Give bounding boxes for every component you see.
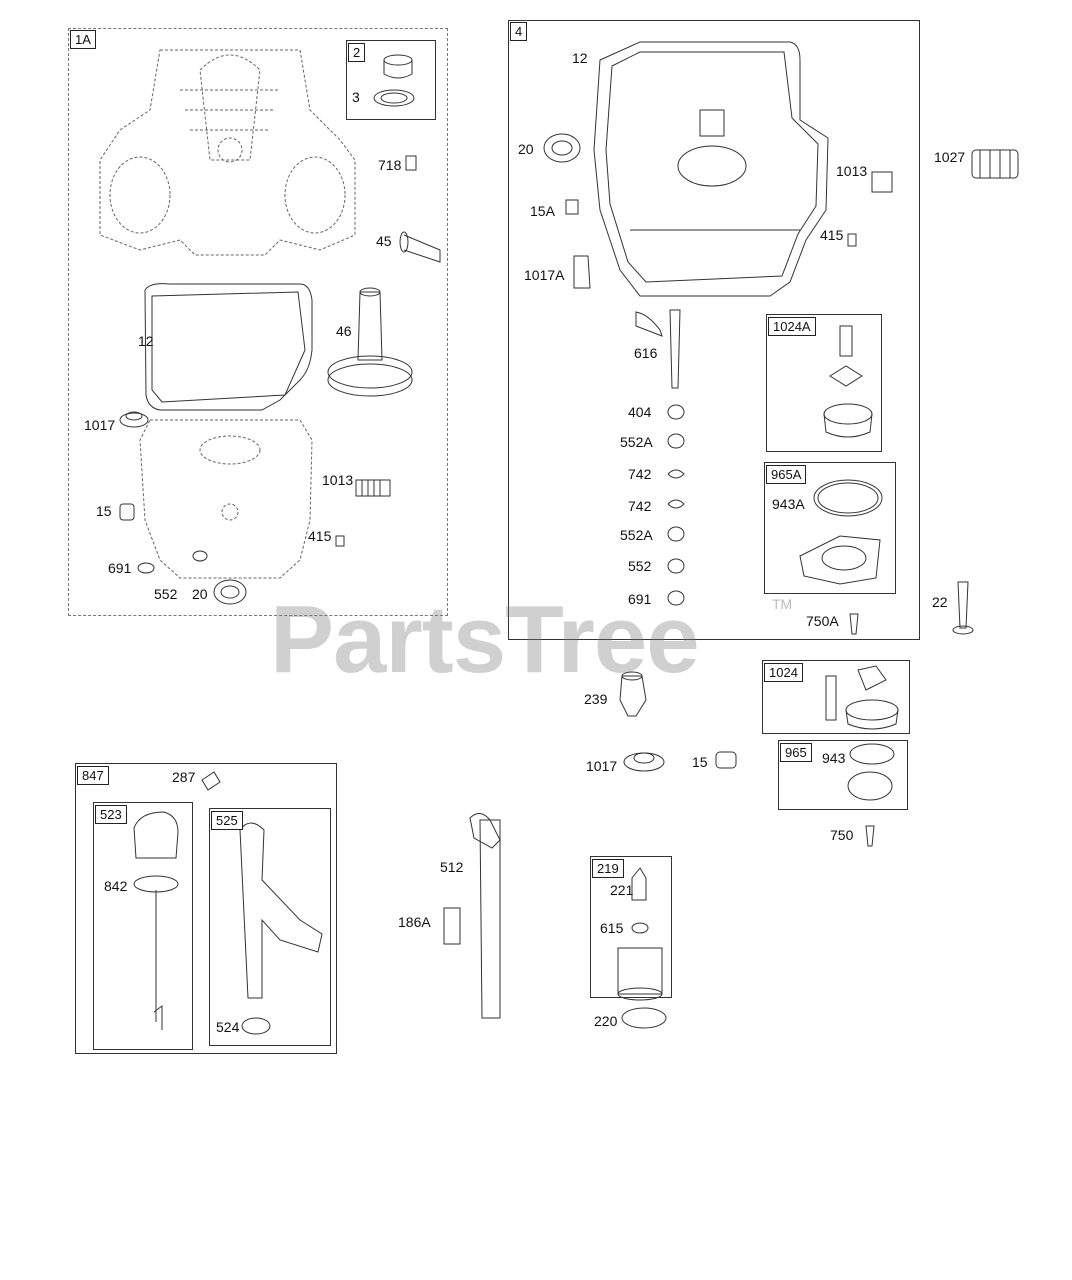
crankcase-base-drawing	[140, 420, 312, 578]
group-tag-525: 525	[211, 811, 243, 830]
cylinder-head-drawing	[100, 50, 355, 255]
group-tag-219: 219	[592, 859, 624, 878]
part-label-1017-left: 1017	[84, 417, 116, 433]
part-label-287: 287	[172, 769, 196, 785]
part-label-750: 750	[830, 827, 854, 843]
part-label-750A: 750A	[806, 613, 839, 629]
part-label-691-right: 691	[628, 591, 652, 607]
part-label-20-left: 20	[192, 586, 208, 602]
part-label-20-right: 20	[518, 141, 534, 157]
part-label-12-right: 12	[572, 50, 588, 66]
part-label-1027: 1027	[934, 149, 966, 165]
group-tag-1024: 1024	[764, 663, 803, 682]
part-label-691-left: 691	[108, 560, 132, 576]
group-tag-847: 847	[77, 766, 109, 785]
part-label-415-left: 415	[308, 528, 332, 544]
part-label-12-left: 12	[138, 333, 154, 349]
part-label-943: 943	[822, 750, 846, 766]
part-label-1013-right: 1013	[836, 163, 868, 179]
part-label-404: 404	[628, 404, 652, 420]
group-frame-525	[209, 808, 331, 1046]
part-label-15A: 15A	[530, 203, 555, 219]
part-label-552A-top: 552A	[620, 434, 653, 450]
part-label-1017-mid: 1017	[586, 758, 618, 774]
group-frame-2	[346, 40, 436, 120]
group-tag-965: 965	[780, 743, 812, 762]
part-label-718: 718	[378, 157, 402, 173]
group-frame-965A	[764, 462, 896, 594]
gasket-12-drawing	[145, 284, 312, 410]
group-frame-1024A	[766, 314, 882, 452]
part-label-220: 220	[594, 1013, 618, 1029]
part-label-552A-bottom: 552A	[620, 527, 653, 543]
group-frame-219	[590, 856, 672, 998]
group-frame-4	[508, 20, 920, 640]
dowel-718-drawing	[406, 156, 416, 170]
part-label-45: 45	[376, 233, 392, 249]
group-tag-965A: 965A	[766, 465, 807, 484]
group-tag-1A: 1A	[70, 30, 96, 49]
part-label-616: 616	[634, 345, 658, 361]
part-label-186A: 186A	[398, 914, 431, 930]
brand-watermark: PartsTree	[270, 586, 700, 693]
group-tag-523: 523	[95, 805, 127, 824]
part-label-46: 46	[336, 323, 352, 339]
part-label-1013-left: 1013	[322, 472, 354, 488]
part-label-552-left: 552	[154, 586, 178, 602]
screen-1013-drawing	[356, 480, 390, 496]
group-tag-2: 2	[348, 43, 366, 62]
group-frame-965	[778, 740, 908, 810]
part-label-615: 615	[600, 920, 624, 936]
group-frame-523	[93, 802, 193, 1050]
part-label-239: 239	[584, 691, 608, 707]
group-tag-4: 4	[510, 22, 528, 41]
part-label-943A: 943A	[772, 496, 805, 512]
group-tag-1024A: 1024A	[768, 317, 816, 336]
part-label-1017A: 1017A	[524, 267, 565, 283]
part-label-524: 524	[216, 1019, 240, 1035]
part-label-15-left: 15	[96, 503, 112, 519]
part-label-742-top: 742	[628, 466, 652, 482]
trademark-mark: TM	[772, 596, 793, 612]
camshaft-drawing	[328, 288, 412, 396]
filter-1027-drawing	[972, 150, 1018, 178]
pin-45-drawing	[400, 232, 440, 262]
group-frame-847	[75, 763, 337, 1054]
part-label-742-bottom: 742	[628, 498, 652, 514]
part-label-221: 221	[610, 882, 634, 898]
group-frame-1A	[68, 28, 448, 616]
part-label-3: 3	[352, 89, 360, 105]
part-label-512: 512	[440, 859, 464, 875]
crankcase-cover-drawing	[594, 42, 828, 296]
part-label-415-right: 415	[820, 227, 844, 243]
group-frame-1024	[762, 660, 910, 734]
part-label-15-mid: 15	[692, 754, 708, 770]
part-label-842: 842	[104, 878, 128, 894]
part-label-552-right: 552	[628, 558, 652, 574]
part-label-22: 22	[932, 594, 948, 610]
